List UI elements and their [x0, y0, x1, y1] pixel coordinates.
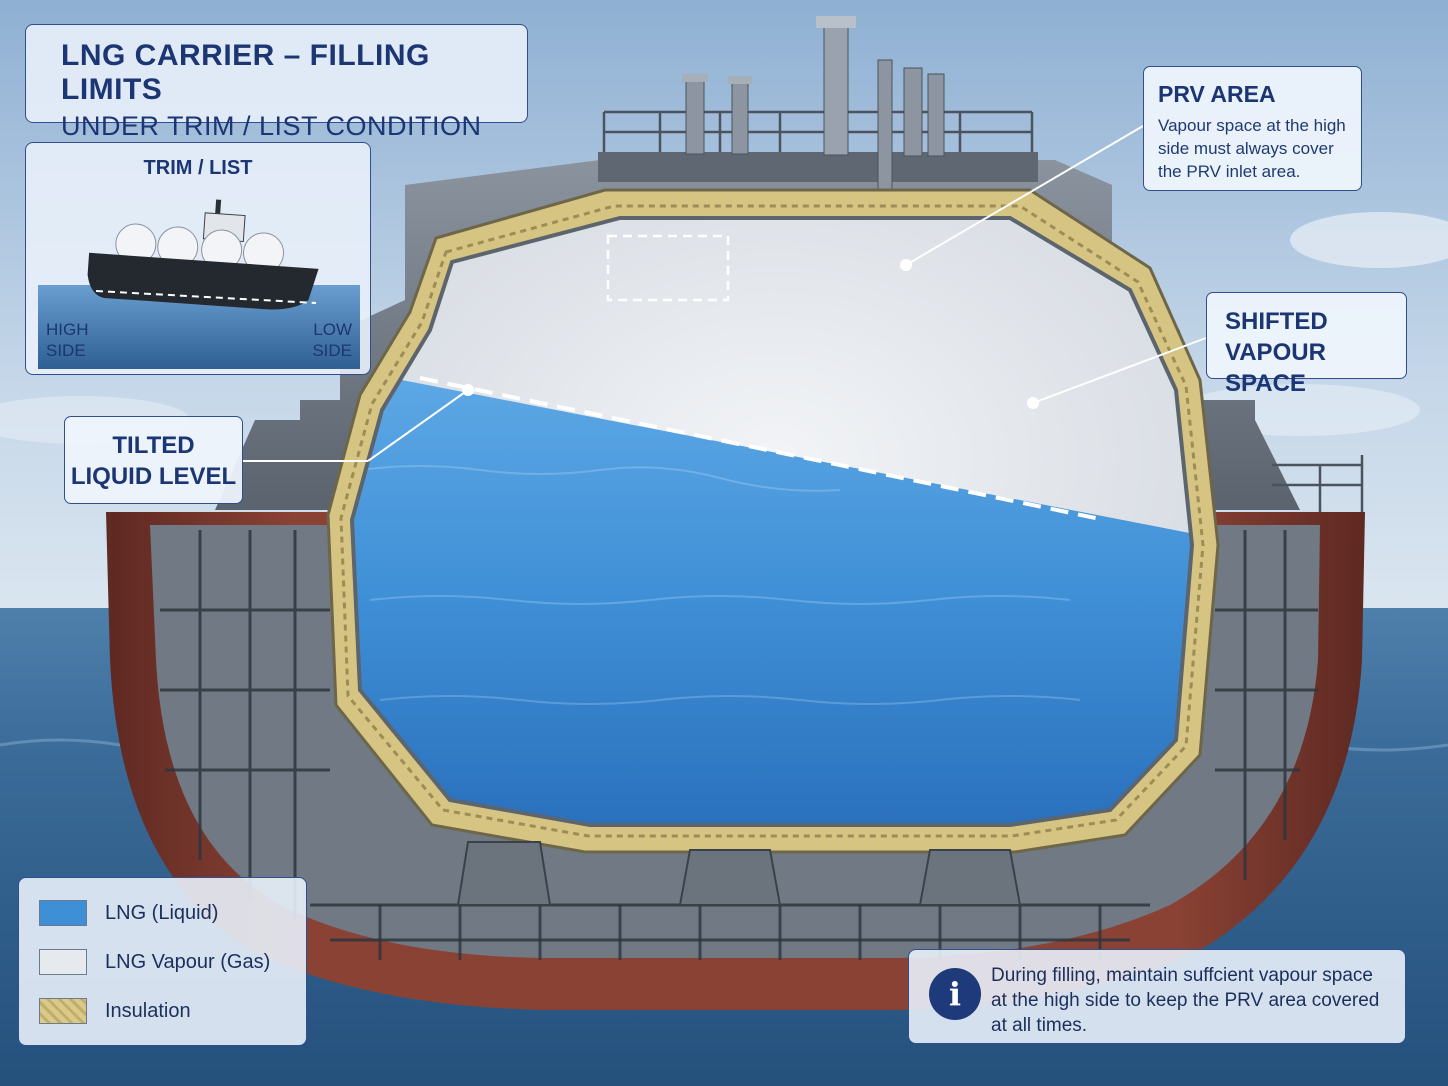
title-box: LNG CARRIER – FILLING LIMITS UNDER TRIM … [25, 24, 528, 141]
lng-liquid-swatch [39, 900, 87, 926]
info-text-line: at all times. [991, 1015, 1088, 1036]
legend-item-lng-vapour: LNG Vapour (Gas) [39, 949, 270, 975]
listing-ship-icon [38, 199, 360, 369]
info-text-line: at the high side to keep the PRV area co… [991, 990, 1380, 1011]
shifted-vapour-space-callout: SHIFTED VAPOUR SPACE [1206, 292, 1407, 397]
prv-area-title: PRV AREA [1158, 81, 1276, 107]
tilted-liquid-line: TILTED [112, 432, 195, 459]
prv-area-text-line: the PRV inlet area. [1158, 162, 1301, 181]
legend-label: LNG Vapour (Gas) [105, 950, 271, 973]
lng-vapour-swatch [39, 949, 87, 975]
prv-area-text-line: side must always cover [1158, 139, 1334, 158]
page-title: LNG CARRIER – FILLING LIMITS [61, 39, 430, 106]
prv-area-callout: PRV AREA Vapour space at the high side m… [1143, 66, 1362, 191]
info-text-line: During filling, maintain suffcient vapou… [991, 965, 1373, 986]
legend-label: Insulation [105, 999, 191, 1022]
legend-label: LNG (Liquid) [105, 901, 219, 924]
shifted-vapour-line: VAPOUR SPACE [1225, 339, 1326, 397]
page-subtitle: UNDER TRIM / LIST CONDITION [61, 111, 482, 141]
prv-area-text-line: Vapour space at the high [1158, 116, 1346, 135]
tilted-liquid-level-callout: TILTED LIQUID LEVEL [64, 416, 243, 504]
low-side-label: LOW SIDE [312, 320, 352, 360]
tilted-liquid-line: LIQUID LEVEL [70, 463, 237, 490]
legend-item-lng-liquid: LNG (Liquid) [39, 900, 218, 926]
insulation-swatch [39, 998, 87, 1024]
shifted-vapour-line: SHIFTED [1225, 308, 1328, 335]
info-note: i During filling, maintain suffcient vap… [908, 949, 1406, 1044]
info-icon: i [929, 968, 981, 1020]
high-side-label: HIGH SIDE [46, 320, 89, 360]
trim-list-inset: TRIM / LIST HIGH SIDE LOW SIDE [25, 142, 371, 375]
inset-title: TRIM / LIST [143, 157, 253, 179]
info-text: During filling, maintain suffcient vapou… [991, 963, 1391, 1038]
legend: LNG (Liquid) LNG Vapour (Gas) Insulation [18, 877, 307, 1046]
legend-item-insulation: Insulation [39, 998, 191, 1024]
